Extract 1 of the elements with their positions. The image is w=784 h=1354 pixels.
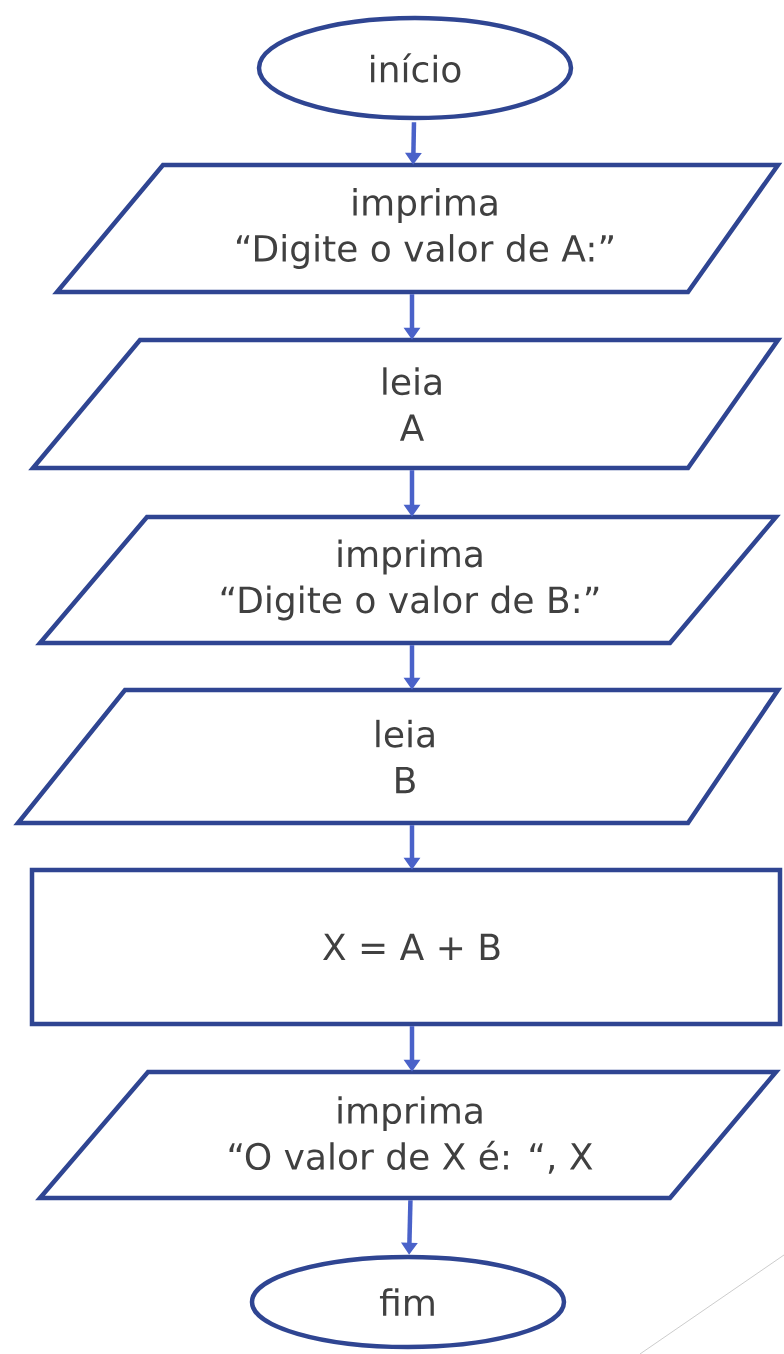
process-box: X = A + B: [29, 867, 783, 1027]
